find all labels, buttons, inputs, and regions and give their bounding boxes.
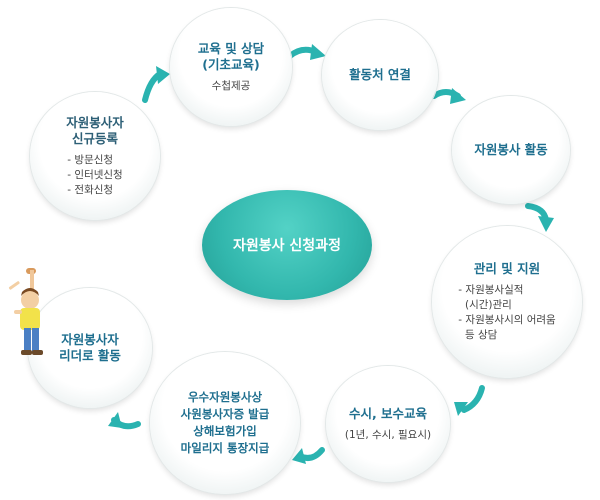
step-leader: 자원봉사자 리더로 활동	[28, 288, 152, 408]
step-item: - 전화신청	[67, 183, 114, 196]
step-items: - 방문신청 - 인터넷신청 - 전화신청	[67, 153, 122, 198]
step-title: 자원봉사자 신규등록	[66, 114, 124, 146]
step-title: 자원봉사 활동	[474, 142, 548, 157]
step-item: 등 상담	[458, 329, 498, 341]
arrowhead-3	[450, 88, 466, 104]
arrowhead-7	[108, 412, 122, 428]
step-title: 우수자원봉사상 사원봉사자증 발급 상해보험가입 마일리지 통장지급	[180, 390, 270, 455]
step-sub: 수첩제공	[211, 79, 251, 92]
arrowhead-2	[310, 44, 326, 60]
arrowhead-4	[538, 216, 554, 232]
step-title: 활동처 연결	[349, 67, 411, 82]
step-title: 자원봉사자 리더로 활동	[59, 332, 121, 363]
step-items: - 자원봉사실적 (시간)관리 - 자원봉사시의 어려움 등 상담	[458, 283, 555, 343]
step-title: 관리 및 지원	[473, 261, 541, 276]
step-new-registration: 자원봉사자 신규등록 - 방문신청 - 인터넷신청 - 전화신청	[30, 92, 160, 220]
step-continuing-education: 수시, 보수교육 (1년, 수시, 필요시)	[326, 366, 450, 482]
step-item: - 자원봉사시의 어려움	[458, 314, 556, 326]
step-item: (시간)관리	[458, 299, 512, 311]
step-title: 수시, 보수교육	[348, 405, 428, 421]
arrowhead-5	[454, 402, 468, 416]
step-sub: (1년, 수시, 필요시)	[344, 428, 432, 441]
arrow-5	[461, 385, 485, 413]
step-management-support: 관리 및 지원 - 자원봉사실적 (시간)관리 - 자원봉사시의 어려움 등 상…	[432, 226, 582, 378]
step-item: - 방문신청	[67, 153, 114, 166]
step-placement: 활동처 연결	[322, 20, 438, 130]
center-label: 자원봉사 신청과정	[233, 238, 341, 254]
step-item: - 인터넷신청	[67, 168, 123, 181]
arrowhead-6	[292, 448, 306, 464]
arrowhead-1	[156, 66, 170, 84]
step-item: - 자원봉사실적	[458, 284, 524, 296]
step-title: 교육 및 상담 (기초교육)	[197, 40, 265, 72]
step-awards: 우수자원봉사상 사원봉사자증 발급 상해보험가입 마일리지 통장지급	[150, 352, 300, 494]
step-education: 교육 및 상담 (기초교육) 수첩제공	[170, 8, 292, 126]
volunteer-figure-icon	[8, 268, 43, 355]
step-volunteer-activity: 자원봉사 활동	[452, 96, 570, 204]
center-hub: 자원봉사 신청과정	[202, 190, 372, 300]
